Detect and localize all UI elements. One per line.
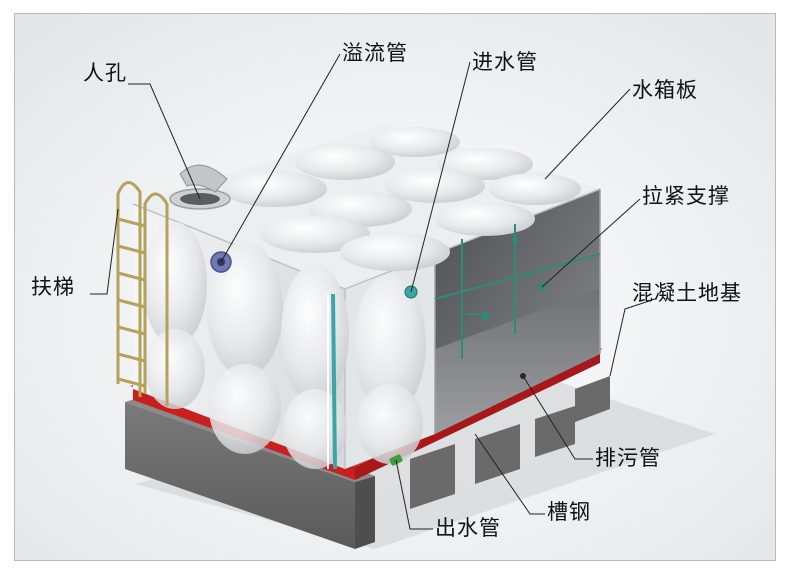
label-ladder: 扶梯 xyxy=(31,275,75,299)
ladder xyxy=(116,181,169,406)
label-inlet-pipe: 进水管 xyxy=(472,50,538,74)
label-tie-rod-support: 拉紧支撑 xyxy=(642,184,730,208)
level-gauge xyxy=(327,293,337,470)
tank-panel-domes xyxy=(223,127,581,271)
leader-lines xyxy=(90,53,656,530)
label-overflow-pipe: 溢流管 xyxy=(342,41,408,65)
label-outlet-pipe: 出水管 xyxy=(435,516,501,540)
tank-floor xyxy=(435,289,600,434)
tank-wall-domes xyxy=(143,222,426,469)
diagram-frame: 人孔 溢流管 进水管 水箱板 拉紧支撑 扶梯 混凝土地基 排污管 槽钢 出水管 xyxy=(14,13,776,561)
label-concrete-foundation: 混凝土地基 xyxy=(632,281,742,305)
water-tank-diagram xyxy=(15,14,775,560)
label-channel-steel: 槽钢 xyxy=(547,500,591,524)
label-tank-panel: 水箱板 xyxy=(632,78,698,102)
label-drain-pipe: 排污管 xyxy=(595,446,661,470)
label-manhole: 人孔 xyxy=(83,61,127,85)
